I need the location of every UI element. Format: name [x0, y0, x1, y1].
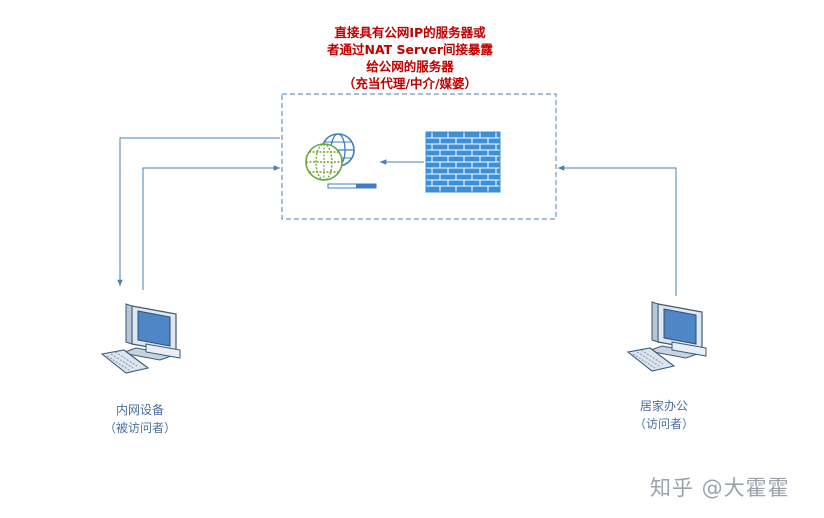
link-zone-to-left-computer — [117, 137, 280, 286]
left-computer-name: 内网设备 — [115, 403, 164, 417]
title-line-1: 直接具有公网IP的服务器或 — [334, 25, 486, 40]
link-left-computer-to-zone — [142, 165, 280, 290]
firewall-brick-wall-icon — [425, 131, 501, 193]
right-computer-name: 居家办公 — [639, 399, 688, 413]
left-computer-note: （被访问者） — [103, 421, 176, 435]
right-computer-icon — [626, 301, 707, 372]
web-server-globe-icon — [305, 133, 377, 189]
left-computer-label: 内网设备 （被访问者） — [80, 401, 200, 437]
right-computer-label: 居家办公 （访问者） — [604, 397, 724, 433]
title-line-2: 者通过NAT Server间接暴露 — [327, 42, 493, 57]
right-computer-note: （访问者） — [633, 417, 694, 431]
server-zone-box — [281, 93, 557, 220]
title-line-3: 给公网的服务器 — [366, 59, 454, 74]
zhihu-watermark: 知乎 @大霍霍 — [650, 476, 790, 500]
server-zone-title: 直接具有公网IP的服务器或 者通过NAT Server间接暴露 给公网的服务器 … — [300, 24, 520, 92]
left-computer-icon — [100, 303, 181, 374]
title-line-4: （充当代理/中介/媒婆） — [342, 76, 478, 91]
link-right-computer-to-zone — [558, 165, 677, 296]
